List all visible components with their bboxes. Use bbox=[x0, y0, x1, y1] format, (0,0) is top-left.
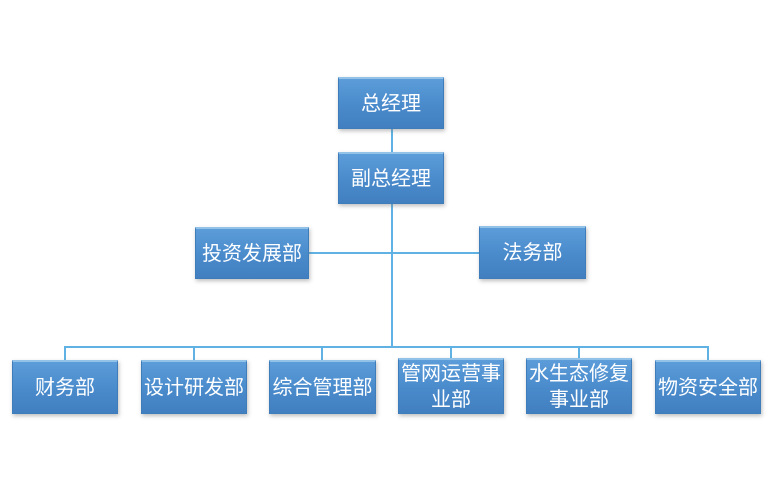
org-node-legal-dept[interactable]: 法务部 bbox=[479, 226, 586, 279]
org-node-design-rd-dept[interactable]: 设计研发部 bbox=[141, 360, 247, 414]
connector-drop-admin bbox=[321, 346, 323, 360]
org-node-pipe-network-operations-division[interactable]: 管网运营事 业部 bbox=[398, 358, 504, 414]
connector-drop-materials bbox=[707, 346, 709, 360]
connector-drop-finance bbox=[64, 346, 66, 360]
org-node-materials-safety-dept[interactable]: 物资安全部 bbox=[655, 360, 761, 414]
org-node-investment-development-dept[interactable]: 投资发展部 bbox=[195, 227, 309, 279]
connector-level3-horizontal bbox=[308, 252, 479, 254]
connector-drop-design bbox=[193, 346, 195, 360]
connector-deputy-trunk bbox=[391, 204, 393, 348]
org-node-general-admin-dept[interactable]: 综合管理部 bbox=[269, 360, 376, 414]
connector-drop-pipe bbox=[450, 346, 452, 360]
org-node-deputy-general-manager[interactable]: 副总经理 bbox=[338, 152, 444, 204]
connector-drop-water bbox=[578, 346, 580, 360]
org-node-water-ecology-restoration-division[interactable]: 水生态修复 事业部 bbox=[526, 358, 632, 414]
connector-level4-horizontal bbox=[64, 346, 709, 348]
org-node-finance-dept[interactable]: 财务部 bbox=[12, 360, 118, 414]
org-node-general-manager[interactable]: 总经理 bbox=[338, 77, 444, 129]
connector-ceo-to-deputy bbox=[391, 129, 393, 152]
